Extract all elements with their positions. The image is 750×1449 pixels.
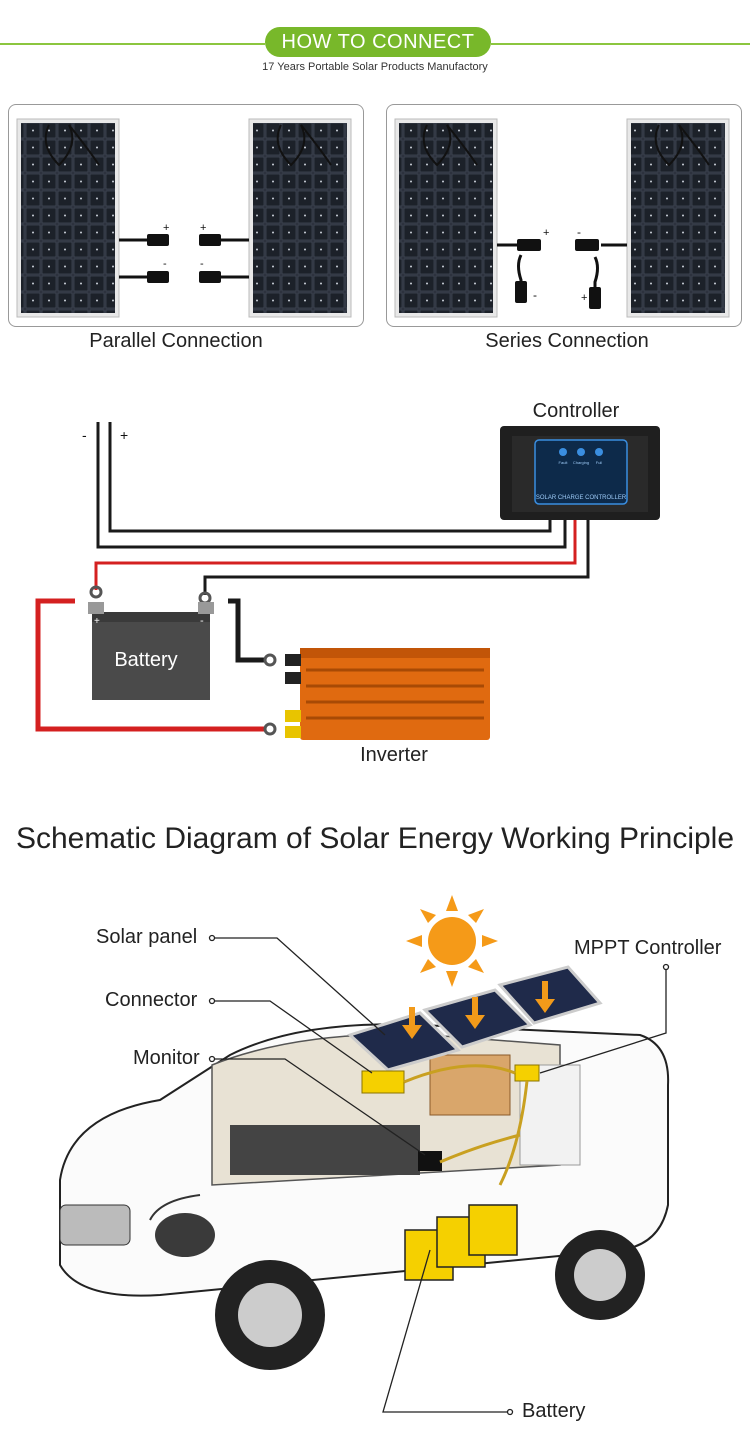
label-monitor: Monitor (133, 1047, 200, 1069)
mc4-connectors (147, 234, 221, 283)
label-battery: Battery (522, 1400, 586, 1422)
battery-positive-to-controller (94, 520, 577, 590)
van-schematic (59, 895, 670, 1416)
connector-cables (119, 238, 249, 279)
section-title: HOW TO CONNECT (265, 27, 491, 57)
series-connection-figure: + - - + (386, 104, 742, 327)
parallel-diagram: + - + - (16, 118, 352, 318)
battery-plus: + (94, 616, 100, 627)
mc4-connectors (515, 239, 601, 309)
led-fault-label: Fault (559, 460, 569, 465)
label-mppt-controller: MPPT Controller (574, 937, 722, 959)
sunlight-arrows (402, 981, 555, 1039)
series-diagram: + - - + (394, 118, 730, 318)
parallel-caption: Parallel Connection (89, 330, 263, 352)
led-charging-label: Charging (573, 460, 589, 465)
callout-lines (212, 937, 667, 1413)
section-subtitle: 17 Years Portable Solar Products Manufac… (262, 61, 488, 73)
battery-bank (404, 1204, 518, 1281)
led-full-label: Full (596, 460, 603, 465)
inverter (285, 648, 490, 740)
plus-sign: + (543, 227, 549, 239)
series-caption: Series Connection (485, 330, 649, 352)
wiring-diagram: - + Fault Charging Full SOLAR CHARGE CON… (35, 400, 660, 766)
controller-label: Controller (533, 400, 620, 422)
inverter-positive-wire (35, 598, 265, 732)
inverter-negative-wire (228, 598, 265, 663)
series-cables (497, 243, 627, 293)
battery-minus: - (200, 615, 204, 627)
minus-sign: - (577, 225, 581, 239)
minus-sign: - (533, 288, 537, 302)
pv-positive-wire (108, 422, 552, 533)
pv-plus-label: + (120, 427, 128, 443)
label-connector: Connector (105, 989, 198, 1011)
plus-sign: + (200, 222, 206, 234)
schematic-title: Schematic Diagram of Solar Energy Workin… (15, 822, 735, 855)
plus-sign: + (163, 222, 169, 234)
pv-minus-label: - (82, 427, 87, 443)
parallel-connection-figure: + - + - (8, 104, 364, 327)
label-solar-panel: Solar panel (96, 926, 198, 948)
pv-negative-wire (96, 422, 567, 549)
monitor-device (418, 1151, 442, 1171)
mppt-controller (514, 1064, 540, 1082)
header-line-right (491, 43, 750, 45)
battery: + - Battery (88, 602, 214, 700)
solar-panel-left (394, 118, 498, 318)
battery-negative-to-controller (203, 520, 590, 595)
header-line-left (0, 43, 265, 45)
charge-controller: Fault Charging Full SOLAR CHARGE CONTROL… (500, 426, 660, 520)
battery-label: Battery (114, 649, 177, 671)
callout-dots (208, 934, 670, 1416)
minus-sign: - (200, 258, 204, 270)
sun-icon (406, 895, 498, 987)
solar-panel-right (626, 118, 730, 318)
minus-sign: - (163, 258, 167, 270)
controller-brand-text: SOLAR CHARGE CONTROLLER (536, 495, 627, 501)
inverter-label: Inverter (360, 744, 428, 766)
solar-panel-right (248, 118, 352, 318)
connector-box (361, 1070, 405, 1094)
solar-panel-left (16, 118, 120, 318)
plus-sign: + (581, 292, 587, 304)
